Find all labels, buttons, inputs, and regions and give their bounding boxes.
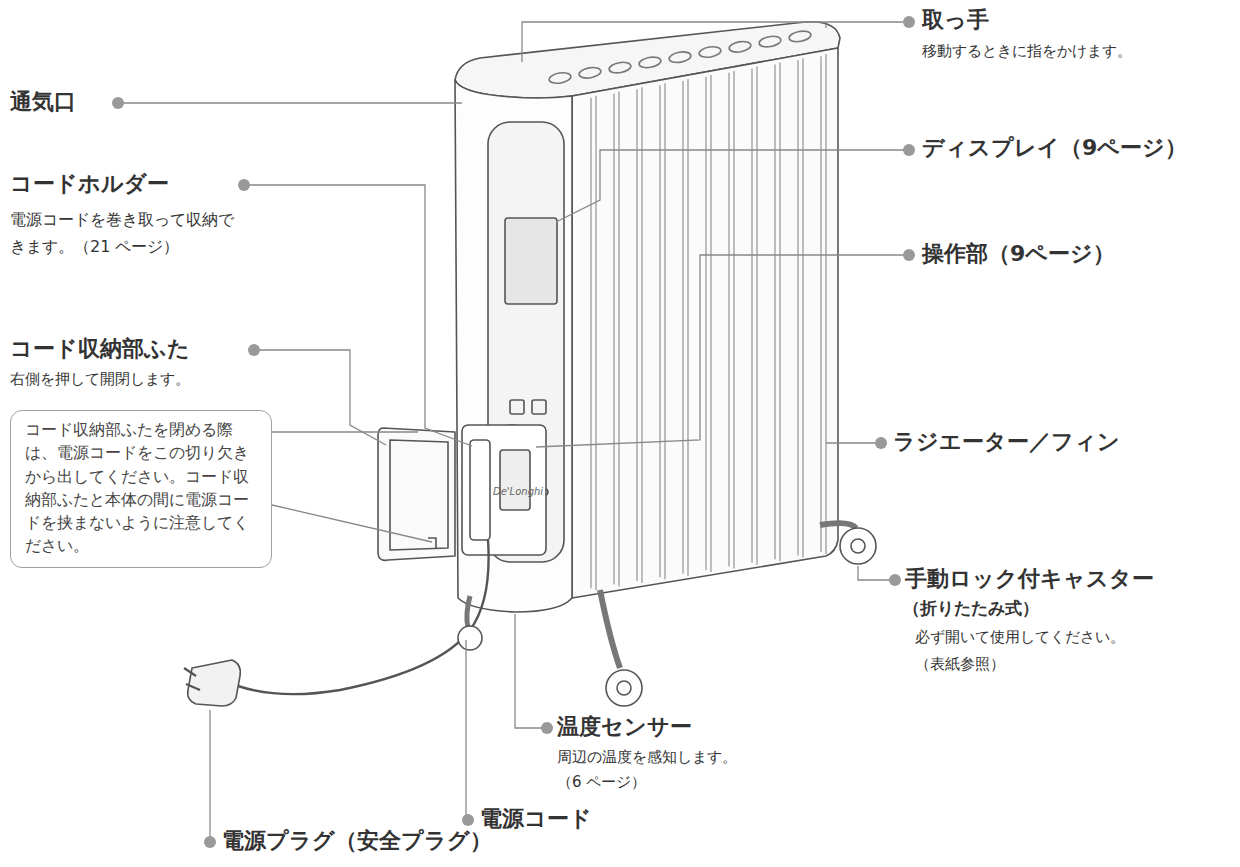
leader-line xyxy=(826,442,877,443)
leader-dot xyxy=(903,16,915,28)
caster xyxy=(458,626,482,650)
caster-arm xyxy=(467,596,470,628)
stored-plug xyxy=(500,450,530,510)
part-name: ディスプレイ（9ページ） xyxy=(922,134,1187,163)
caster xyxy=(617,681,631,695)
fin-line xyxy=(729,71,734,569)
part-note: （6 ページ） xyxy=(557,773,646,793)
fin-line xyxy=(752,67,757,565)
leader-line xyxy=(244,185,472,446)
leader-line xyxy=(272,432,432,542)
plug-prongs xyxy=(184,668,200,690)
caster-arm xyxy=(820,523,856,528)
fin-line xyxy=(637,87,642,583)
leader-line xyxy=(209,710,210,842)
caster xyxy=(851,539,865,553)
leader-line xyxy=(515,614,545,728)
leader-dot xyxy=(903,144,915,156)
leader-line xyxy=(522,22,903,62)
leader-dot xyxy=(248,344,260,356)
display-window xyxy=(505,218,557,304)
caster-arm xyxy=(600,590,620,668)
caster xyxy=(840,528,876,564)
vent-slot xyxy=(788,30,811,44)
leader-dot xyxy=(112,97,124,109)
leader-line xyxy=(536,255,905,447)
logo-text: De'Longhi xyxy=(493,485,543,498)
vent-slot xyxy=(638,56,661,70)
vent-slot xyxy=(578,66,601,80)
part-name: 通気口 xyxy=(10,88,76,117)
leader-line xyxy=(465,640,466,820)
vent-slot xyxy=(728,40,751,54)
cord-holder xyxy=(470,440,490,540)
part-note: （表紙参照） xyxy=(915,655,1005,675)
vent-slot xyxy=(608,61,631,75)
part-name: 温度センサー xyxy=(557,713,692,742)
leader-line xyxy=(120,102,462,103)
fin-line xyxy=(798,58,803,557)
vent-slot xyxy=(758,35,781,49)
leader-dot xyxy=(875,437,887,449)
vent-slot xyxy=(668,50,691,64)
leader-line xyxy=(556,150,905,222)
part-name: 取っ手 xyxy=(922,6,989,35)
leader-line xyxy=(858,566,893,580)
leader-dot xyxy=(238,179,250,191)
note-text: コード収納部ふたを閉める際は、電源コードをこの切り欠きから出してください。コード… xyxy=(25,419,257,559)
part-note: （折りたたみ式） xyxy=(903,597,1039,619)
leader-dot xyxy=(462,814,474,826)
leader-dot xyxy=(889,574,901,586)
fin-line xyxy=(591,96,596,591)
part-note: 必ず開いて使用してください。 xyxy=(915,628,1125,648)
caster xyxy=(606,670,642,706)
part-name: コードホルダー xyxy=(10,170,169,199)
part-name: 電源プラグ（安全プラグ） xyxy=(222,827,492,856)
fin-line xyxy=(660,83,665,579)
part-note: 周辺の温度を感知します。 xyxy=(557,748,737,768)
power-cord xyxy=(238,540,489,694)
power-plug xyxy=(188,660,241,706)
leader-dot xyxy=(541,722,553,734)
fin-line xyxy=(775,62,780,561)
fin-line xyxy=(683,79,688,576)
part-note: 電源コードを巻き取って収納できます。（21 ページ） xyxy=(10,206,245,260)
fin-line xyxy=(821,54,826,554)
part-name: ラジエーター／フィン xyxy=(893,428,1120,457)
leader-line xyxy=(254,350,386,445)
part-note: 右側を押して開閉します。 xyxy=(10,370,190,390)
part-name: 電源コード xyxy=(480,805,592,834)
radiator-fins xyxy=(572,48,838,598)
vent-slot xyxy=(698,45,721,59)
button xyxy=(532,400,546,414)
leader-dot xyxy=(903,249,915,261)
part-name: 操作部（9ページ） xyxy=(922,240,1115,269)
lid-inner xyxy=(390,440,448,550)
heater-front xyxy=(455,80,572,612)
lid-notch xyxy=(428,538,436,548)
compartment-lid xyxy=(378,428,455,560)
front-panel xyxy=(488,122,564,562)
note-box: コード収納部ふたを閉める際は、電源コードをこの切り欠きから出してください。コード… xyxy=(10,410,272,568)
vent-slot xyxy=(548,71,571,85)
part-name: コード収納部ふた xyxy=(10,335,190,364)
cord-compartment xyxy=(462,425,546,555)
leader-dot xyxy=(204,836,216,848)
fin-line xyxy=(614,92,619,587)
part-note: 移動するときに指をかけます。 xyxy=(922,42,1132,62)
button xyxy=(510,400,524,414)
part-name: 手動ロック付キャスター xyxy=(905,565,1154,594)
